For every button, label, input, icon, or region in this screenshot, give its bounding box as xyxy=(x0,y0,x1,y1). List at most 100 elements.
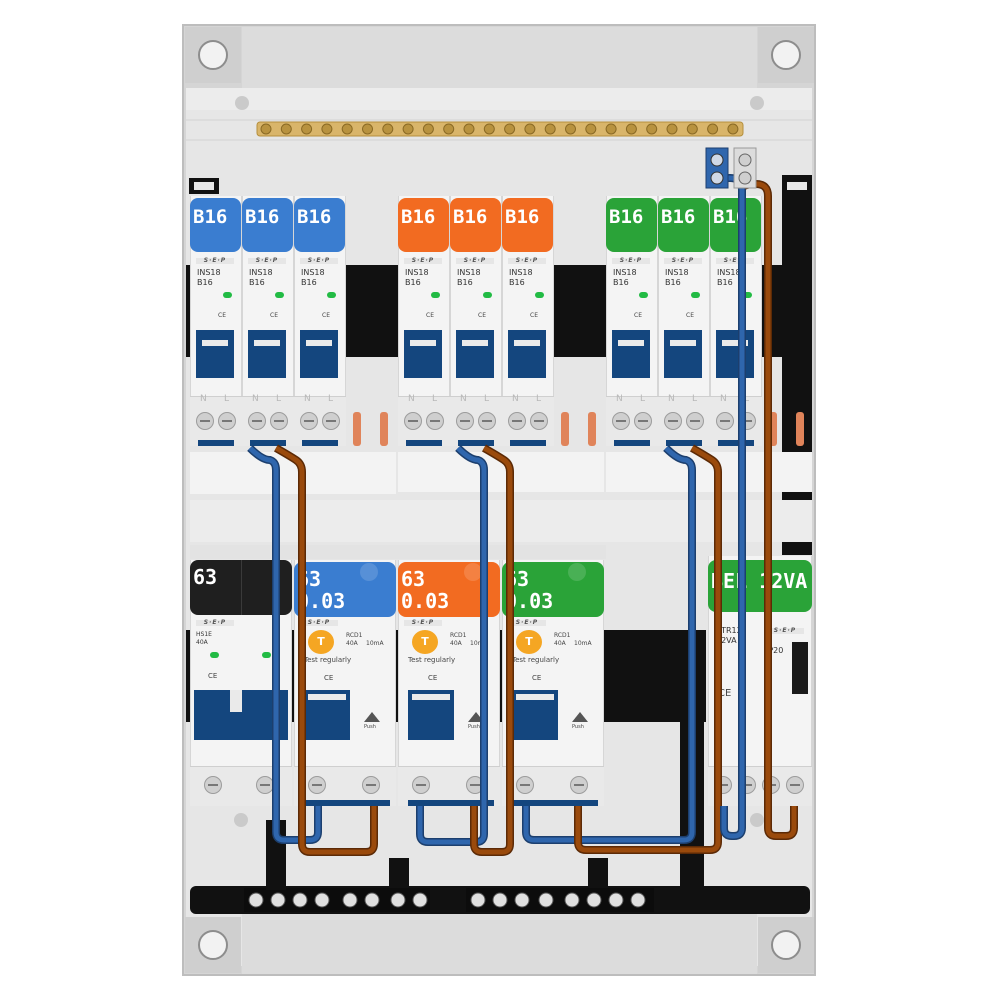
terminal-letter-n: N xyxy=(616,394,623,404)
busbar-screw xyxy=(625,123,637,135)
toggle-switch[interactable] xyxy=(404,330,442,378)
terminal-clamp xyxy=(250,440,286,446)
terminal-letter-n: N xyxy=(512,394,519,404)
terminal-screw[interactable] xyxy=(686,412,704,430)
status-led xyxy=(327,292,336,298)
ce-mark: CE xyxy=(478,312,486,319)
terminal-screw[interactable] xyxy=(762,776,780,794)
terminal-screw[interactable] xyxy=(308,776,326,794)
header-divider xyxy=(241,560,242,615)
toggle-switch[interactable] xyxy=(716,330,754,378)
brand-logo: S·E·P xyxy=(404,258,442,264)
busbar-screw xyxy=(382,123,394,135)
terminal-screw[interactable] xyxy=(508,412,526,430)
rcd-sensitivity-label: 10mA xyxy=(470,640,488,647)
busbar-screw xyxy=(727,123,739,135)
main-switch-model: HS1E xyxy=(196,631,212,638)
mcb-model-label: INS18 xyxy=(197,268,221,277)
terminal-screw[interactable] xyxy=(634,412,652,430)
mcb-rating-label: B16 xyxy=(509,278,525,287)
brand-logo: S·E·P xyxy=(248,258,286,264)
terminal-screw[interactable] xyxy=(426,412,444,430)
busbar-screw xyxy=(585,123,597,135)
terminal-screw[interactable] xyxy=(714,776,732,794)
terminal-screw[interactable] xyxy=(248,412,266,430)
status-led xyxy=(275,292,284,298)
switch-highlight xyxy=(514,340,540,346)
earth-screw xyxy=(390,892,406,908)
toggle-switch[interactable] xyxy=(196,330,234,378)
busbar-screw xyxy=(443,123,455,135)
toggle-switch[interactable] xyxy=(300,330,338,378)
toggle-switch[interactable] xyxy=(612,330,650,378)
corner-screw-top-left xyxy=(185,27,241,83)
busbar-screw xyxy=(666,123,678,135)
mcb-model-label: INS18 xyxy=(665,268,689,277)
terminal-screw[interactable] xyxy=(412,776,430,794)
terminal-screw[interactable] xyxy=(218,412,236,430)
terminal-screw[interactable] xyxy=(612,412,630,430)
rcd-test-button[interactable]: T xyxy=(516,630,542,654)
terminal-screw[interactable] xyxy=(570,776,588,794)
switch-highlight xyxy=(410,340,436,346)
toggle-switch[interactable] xyxy=(664,330,702,378)
switch-highlight xyxy=(254,340,280,346)
busbar-screw xyxy=(565,123,576,135)
ce-mark: CE xyxy=(738,312,746,319)
copper-tab xyxy=(796,412,804,446)
rcd-rating-label: 40A xyxy=(450,640,462,647)
toggle-switch[interactable] xyxy=(248,330,286,378)
mcb-header-label: B16 xyxy=(190,198,241,252)
corner-screw-bottom-right xyxy=(758,917,814,973)
switch-highlight xyxy=(412,694,450,700)
terminal-letter-l: L xyxy=(328,394,334,404)
terminal-screw[interactable] xyxy=(404,412,422,430)
mcb-rating-label: B16 xyxy=(457,278,473,287)
terminal-screw[interactable] xyxy=(738,412,756,430)
brand-logo: S·E·P xyxy=(664,258,702,264)
mcb-rating-label: B16 xyxy=(717,278,733,287)
toggle-switch[interactable] xyxy=(456,330,494,378)
terminal-screw[interactable] xyxy=(362,776,380,794)
terminal-screw[interactable] xyxy=(516,776,534,794)
rcd-test-button[interactable]: T xyxy=(308,630,334,654)
rcd-test-button[interactable]: T xyxy=(412,630,438,654)
terminal-screw[interactable] xyxy=(466,776,484,794)
mcb-rating-label: B16 xyxy=(249,278,265,287)
terminal-screw[interactable] xyxy=(300,412,318,430)
rcd-header-label: 63 0.03 xyxy=(294,562,396,617)
rcd-model-label: RCD1 xyxy=(450,632,467,639)
terminal-screw[interactable] xyxy=(204,776,222,794)
ce-mark: CE xyxy=(686,312,694,319)
rcd-header-label: 63 0.03 xyxy=(398,562,500,617)
busbar-screw xyxy=(321,123,333,135)
terminal-screw[interactable] xyxy=(786,776,804,794)
mcb-header-label: B16 xyxy=(294,198,345,252)
header-circle xyxy=(568,563,586,581)
corner-screw-top-right xyxy=(758,27,814,83)
terminal-screw[interactable] xyxy=(270,412,288,430)
terminal-screw[interactable] xyxy=(456,412,474,430)
earth-screw xyxy=(270,892,286,908)
mcb-model-label: INS18 xyxy=(249,268,273,277)
terminal-screw[interactable] xyxy=(664,412,682,430)
rcd-test-text: Test regularly xyxy=(512,656,560,664)
mcb-model-label: INS18 xyxy=(717,268,741,277)
header-circle xyxy=(360,563,378,581)
terminal-screw[interactable] xyxy=(478,412,496,430)
busbar-screw xyxy=(301,123,313,135)
terminal-screw[interactable] xyxy=(716,412,734,430)
terminal-screw[interactable] xyxy=(530,412,548,430)
toggle-switch[interactable] xyxy=(508,330,546,378)
transformer-switch[interactable] xyxy=(792,642,808,694)
terminal-screw[interactable] xyxy=(738,776,756,794)
mcb-model-label: INS18 xyxy=(457,268,481,277)
terminal-clamp xyxy=(302,440,338,446)
earth-screw xyxy=(586,892,602,908)
terminal-screw[interactable] xyxy=(196,412,214,430)
terminal-screw[interactable] xyxy=(322,412,340,430)
busbar-screw xyxy=(280,123,292,135)
terminal-screw[interactable] xyxy=(256,776,274,794)
status-led xyxy=(431,292,440,298)
